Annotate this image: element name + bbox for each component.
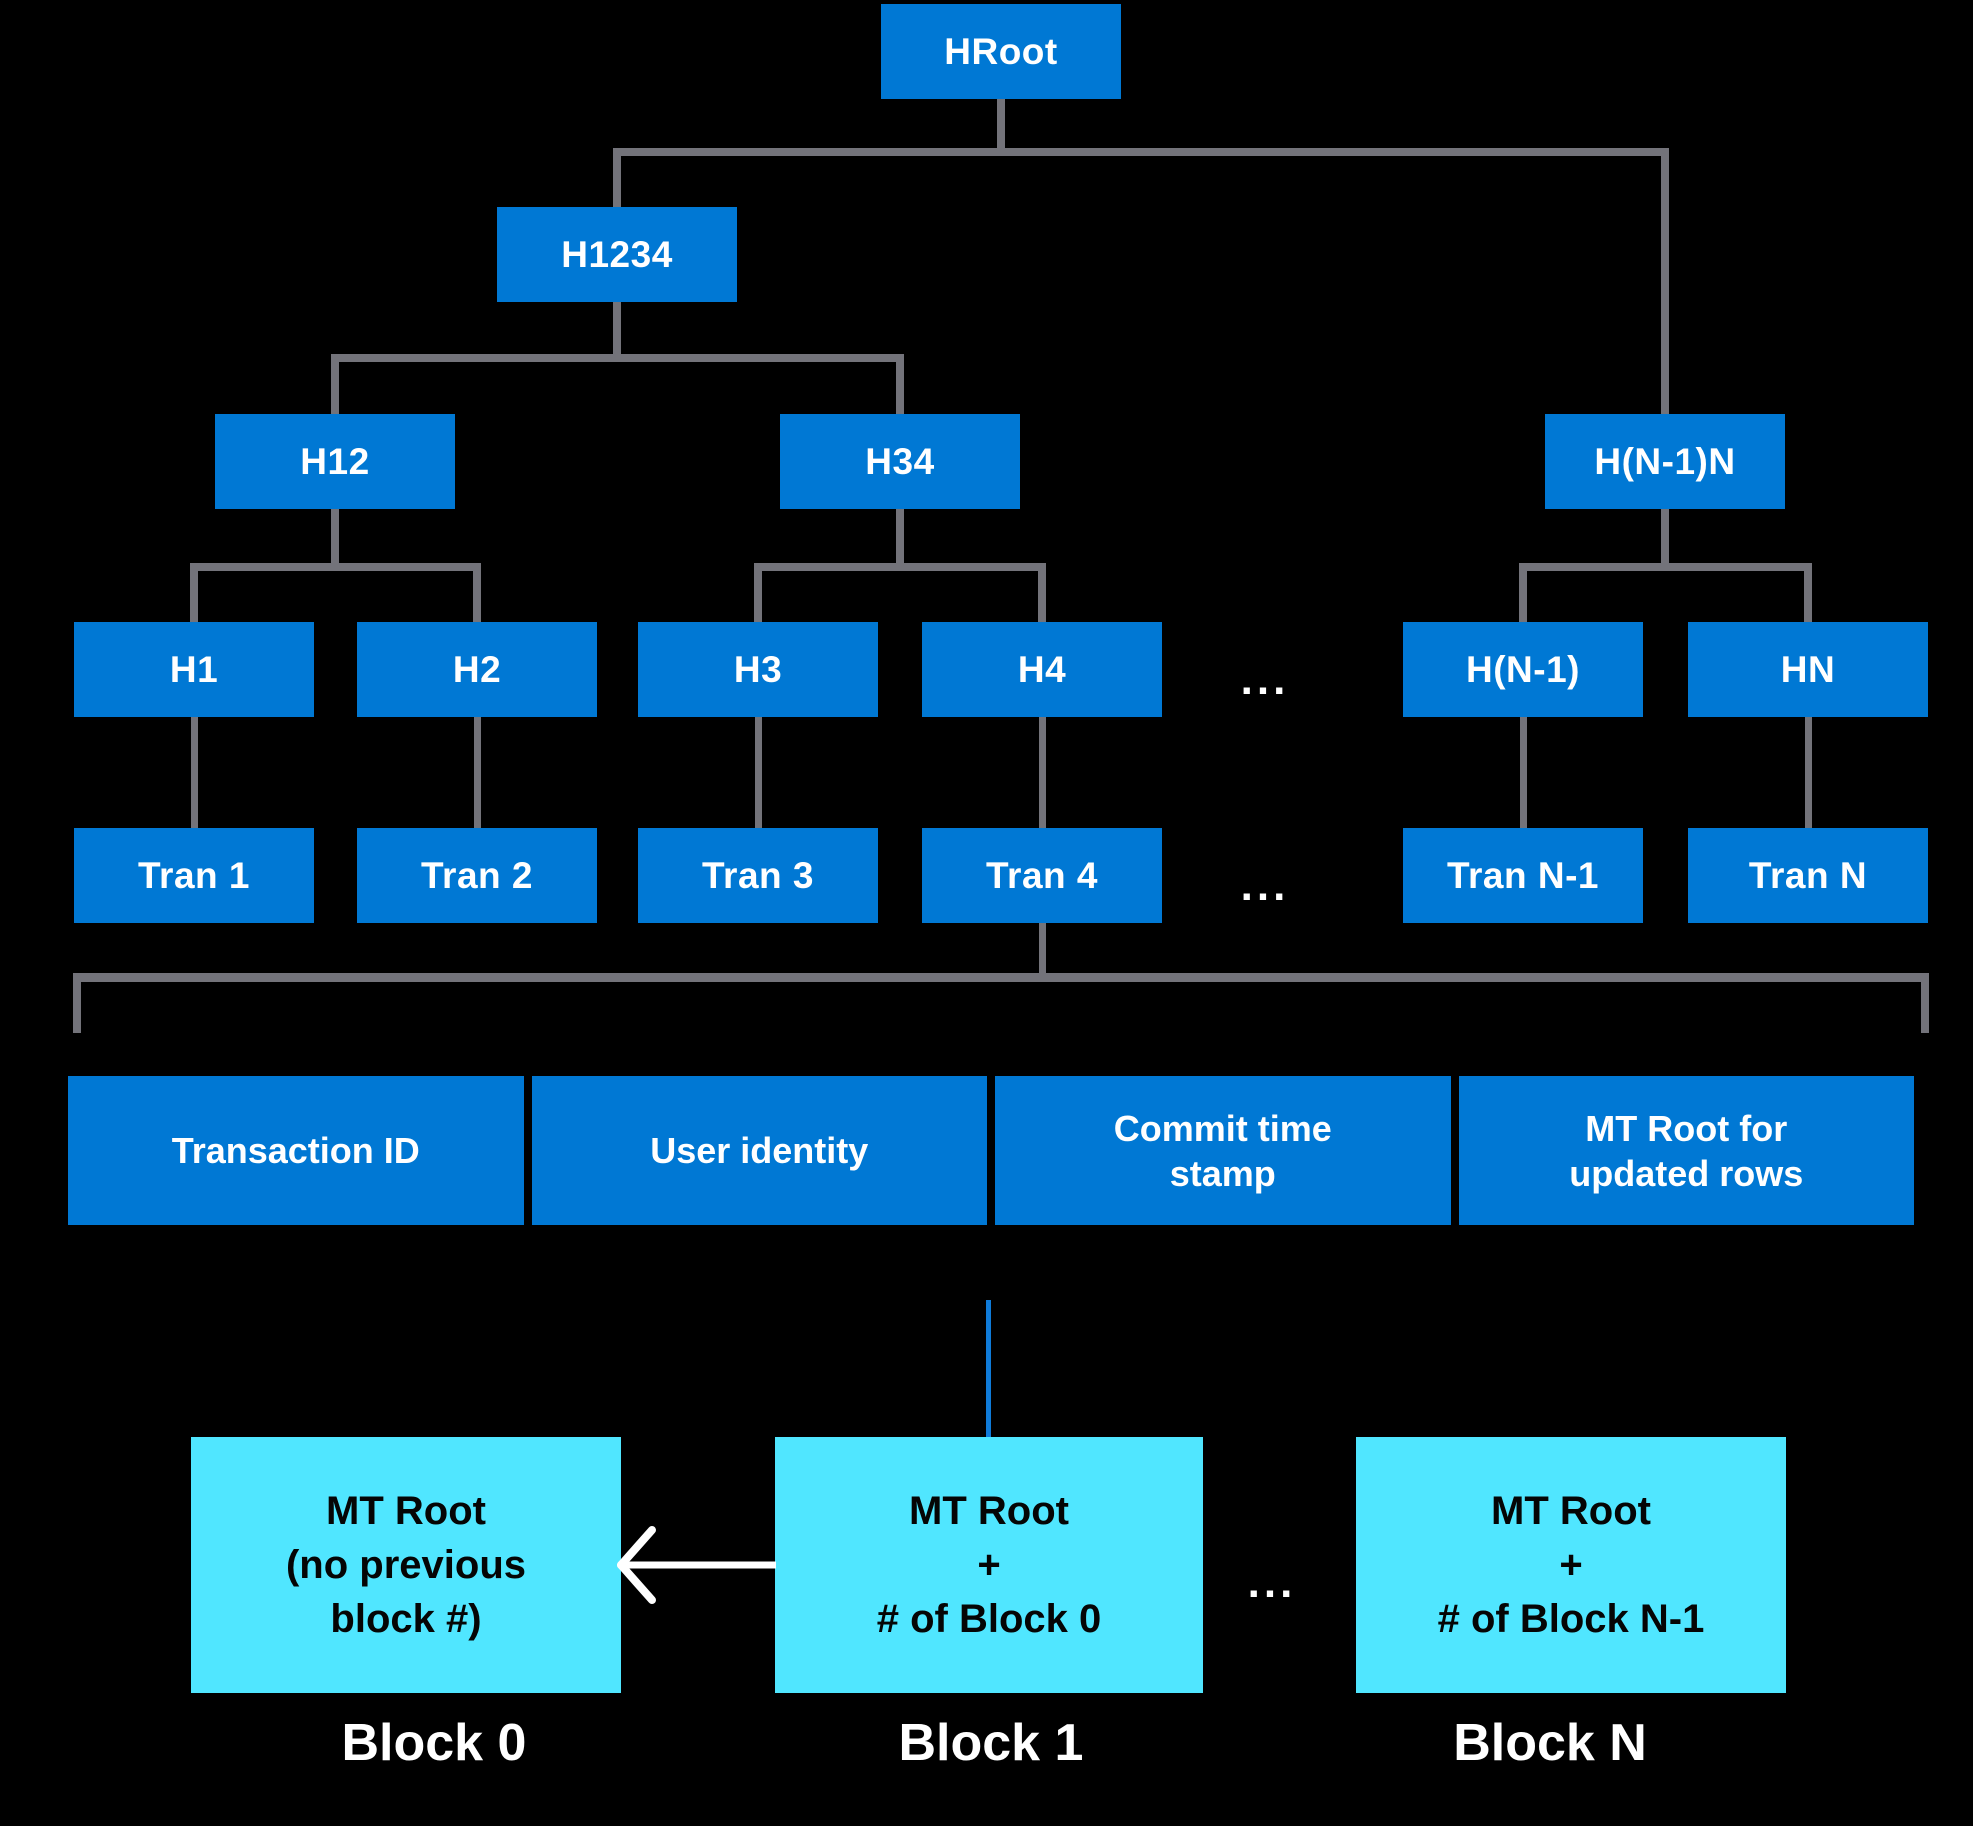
ellipsis-blocks: ... — [1232, 1460, 1312, 1706]
node-hroot: HRoot — [881, 4, 1121, 99]
field-commit-time-stamp: Commit time stamp — [995, 1076, 1451, 1225]
connector-hroot-stub — [997, 98, 1005, 156]
field-transaction-id: Transaction ID — [68, 1076, 524, 1225]
node-trann1: Tran N-1 — [1403, 828, 1643, 923]
block0-label: Block 0 — [284, 1712, 584, 1774]
node-h4-label: H4 — [1017, 648, 1067, 690]
block1-label-text: Block 1 — [898, 1714, 1084, 1772]
node-h1234: H1234 — [497, 207, 737, 302]
connector-h2-tran2 — [474, 717, 481, 828]
ellipsis-hash-row: ... — [1225, 632, 1305, 727]
ellipsis-text: ... — [1240, 860, 1290, 910]
connector-h34-drop-left — [754, 571, 762, 622]
node-h3-label: H3 — [733, 648, 783, 690]
connector-h12-stub — [331, 509, 339, 571]
node-h2-label: H2 — [452, 648, 502, 690]
connector-hn1n-drop-left — [1519, 571, 1527, 622]
node-trann1-label: Tran N-1 — [1446, 854, 1600, 896]
node-h34: H34 — [780, 414, 1020, 509]
node-h2: H2 — [357, 622, 597, 717]
previous-block-arrow-icon — [617, 1526, 776, 1604]
node-h1-label: H1 — [169, 648, 219, 690]
connector-level2-drop-right — [896, 362, 904, 414]
bracket-drop-right — [1921, 982, 1929, 1033]
node-h12-label: H12 — [300, 440, 370, 482]
ellipsis-text: ... — [1247, 1558, 1297, 1607]
connector-h34-horizontal — [754, 563, 1046, 571]
connector-h4-tran4 — [1039, 717, 1046, 828]
node-tran3-label: Tran 3 — [702, 854, 814, 896]
node-hn-label: HN — [1780, 648, 1836, 690]
transaction-fields-row: Transaction ID User identity Commit time… — [68, 1076, 1914, 1225]
block1-box: MT Root + # of Block 0 — [775, 1437, 1203, 1693]
node-trann: Tran N — [1688, 828, 1928, 923]
block0-content: MT Root (no previous block #) — [285, 1489, 527, 1641]
connector-h34-drop-right — [1038, 571, 1046, 622]
field-mt-root-updated-rows: MT Root for updated rows — [1458, 1076, 1914, 1225]
connector-h34-stub — [896, 509, 904, 571]
node-h4: H4 — [922, 622, 1162, 717]
connector-level2-drop-left — [331, 362, 339, 414]
node-tran2-label: Tran 2 — [421, 854, 533, 896]
node-trann-label: Tran N — [1748, 854, 1868, 896]
connector-level1-drop-left — [613, 156, 621, 207]
node-tran2: Tran 2 — [357, 828, 597, 923]
connector-h1234-stub — [613, 302, 621, 362]
blockn-box: MT Root + # of Block N-1 — [1356, 1437, 1786, 1693]
node-hn1-label: H(N-1) — [1466, 648, 1580, 690]
bracket-drop-left — [73, 982, 81, 1033]
connector-hn1n-stub — [1661, 509, 1669, 571]
connector-tran4-stub — [1039, 923, 1046, 975]
blockn-label-text: Block N — [1453, 1714, 1647, 1772]
ellipsis-text: ... — [1240, 654, 1290, 704]
node-tran1-label: Tran 1 — [138, 854, 250, 896]
connector-h3-tran3 — [755, 717, 762, 828]
field-user-identity: User identity — [531, 1076, 987, 1225]
node-h34-label: H34 — [865, 440, 935, 482]
connector-h12-drop-right — [473, 571, 481, 622]
connector-h1-tran1 — [191, 717, 198, 828]
node-hn1n: H(N-1)N — [1545, 414, 1785, 509]
connector-h12-horizontal — [190, 563, 481, 571]
connector-level1-drop-right — [1661, 156, 1669, 414]
block0-box: MT Root (no previous block #) — [191, 1437, 621, 1693]
node-tran1: Tran 1 — [74, 828, 314, 923]
connector-hn1n-horizontal — [1519, 563, 1812, 571]
node-h3: H3 — [638, 622, 878, 717]
node-hn1n-label: H(N-1)N — [1594, 440, 1736, 482]
connector-level2-horizontal — [331, 354, 904, 362]
node-hn1: H(N-1) — [1403, 622, 1643, 717]
block0-label-text: Block 0 — [341, 1714, 527, 1772]
node-hn: HN — [1688, 622, 1928, 717]
blockn-label: Block N — [1400, 1712, 1700, 1774]
connector-hn-trann — [1805, 717, 1812, 828]
node-tran4: Tran 4 — [922, 828, 1162, 923]
node-hroot-label: HRoot — [944, 30, 1058, 72]
node-h12: H12 — [215, 414, 455, 509]
node-tran3: Tran 3 — [638, 828, 878, 923]
node-h1234-label: H1234 — [561, 233, 673, 275]
connector-mtroot-to-block1 — [986, 1300, 991, 1437]
block1-label: Block 1 — [841, 1712, 1141, 1774]
connector-level1-horizontal — [613, 148, 1669, 156]
connector-h12-drop-left — [190, 571, 198, 622]
node-h1: H1 — [74, 622, 314, 717]
bracket-horizontal — [73, 973, 1929, 982]
connector-hn1n-drop-right — [1804, 571, 1812, 622]
block1-content: MT Root + # of Block 0 — [876, 1489, 1102, 1641]
node-tran4-label: Tran 4 — [986, 854, 1098, 896]
connector-hn1-trann1 — [1520, 717, 1527, 828]
blockn-content: MT Root + # of Block N-1 — [1437, 1489, 1705, 1641]
ellipsis-tran-row: ... — [1225, 838, 1305, 933]
